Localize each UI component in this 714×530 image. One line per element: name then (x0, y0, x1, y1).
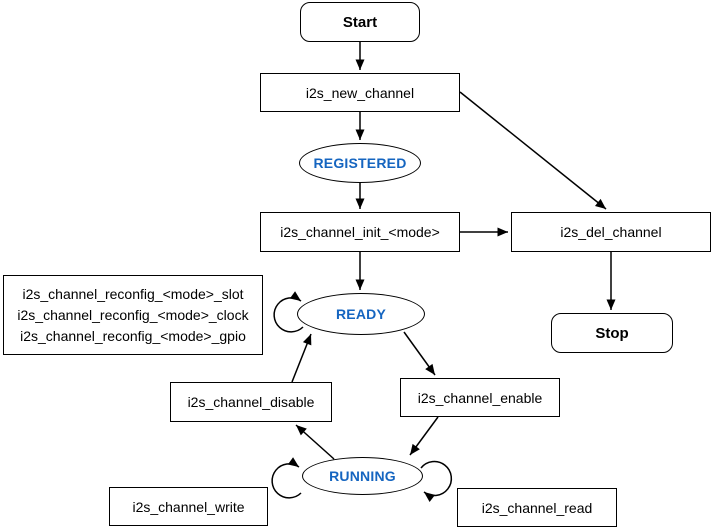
state-running: RUNNING (302, 457, 423, 495)
node-stop: Stop (551, 313, 673, 353)
self-loop-ready-left (273, 291, 304, 333)
state-running-label: RUNNING (329, 468, 396, 484)
edge-enable-to-running (409, 416, 439, 456)
node-i2s-new-channel: i2s_new_channel (260, 73, 460, 112)
reconfig-gpio-label: i2s_channel_reconfig_<mode>_gpio (20, 327, 246, 344)
node-i2s-channel-read: i2s_channel_read (457, 488, 617, 527)
node-i2s-channel-write-label: i2s_channel_write (132, 498, 245, 515)
node-i2s-channel-init: i2s_channel_init_<mode> (260, 212, 460, 252)
reconfig-clock-label: i2s_channel_reconfig_<mode>_clock (17, 306, 249, 323)
state-registered-label: REGISTERED (313, 155, 407, 171)
self-loop-running-right (420, 460, 453, 502)
node-i2s-channel-disable: i2s_channel_disable (170, 382, 332, 422)
node-i2s-del-channel-label: i2s_del_channel (560, 224, 662, 240)
node-i2s-channel-enable-label: i2s_channel_enable (417, 389, 543, 406)
state-registered: REGISTERED (299, 143, 421, 183)
node-start-label: Start (342, 13, 378, 31)
node-i2s-new-channel-label: i2s_new_channel (305, 84, 415, 101)
self-loop-running-left (271, 457, 302, 499)
state-ready-label: READY (335, 306, 386, 322)
reconfig-slot-label: i2s_channel_reconfig_<mode>_slot (22, 285, 244, 302)
edge-running-to-disable (295, 424, 335, 460)
node-i2s-channel-write: i2s_channel_write (109, 487, 268, 526)
node-i2s-channel-init-label: i2s_channel_init_<mode> (280, 224, 440, 240)
node-i2s-channel-read-label: i2s_channel_read (481, 499, 593, 516)
state-ready: READY (297, 293, 425, 335)
node-i2s-del-channel: i2s_del_channel (511, 212, 711, 252)
node-i2s-channel-enable: i2s_channel_enable (400, 378, 560, 417)
node-reconfig-functions: i2s_channel_reconfig_<mode>_slot i2s_cha… (3, 275, 263, 355)
edge-disable-to-ready (291, 333, 312, 383)
node-start: Start (300, 2, 420, 42)
edge-new-channel-to-del-channel (459, 91, 607, 210)
edge-ready-to-enable (403, 331, 436, 376)
node-i2s-channel-disable-label: i2s_channel_disable (187, 394, 315, 410)
node-stop-label: Stop (595, 324, 629, 342)
